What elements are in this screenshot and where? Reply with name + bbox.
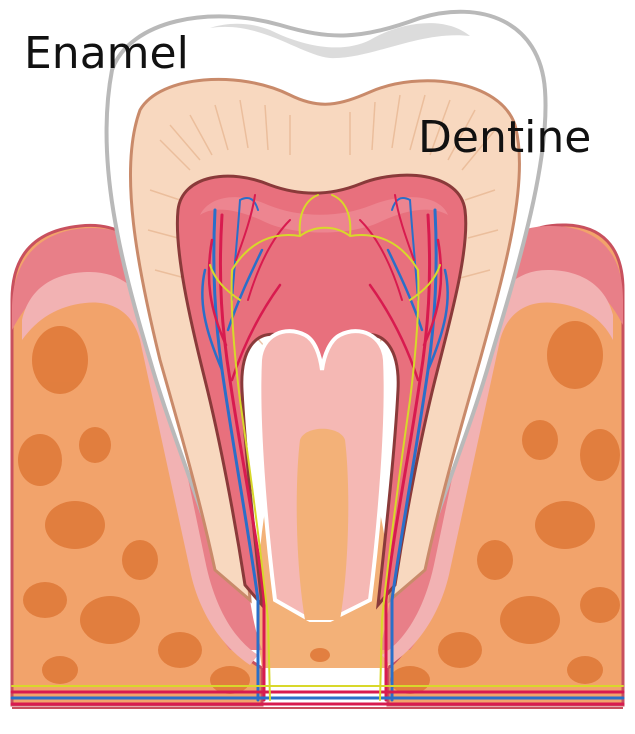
root-core: [297, 429, 349, 620]
dentine-label: Dentine: [418, 116, 591, 160]
enamel-label: Enamel: [24, 32, 189, 76]
